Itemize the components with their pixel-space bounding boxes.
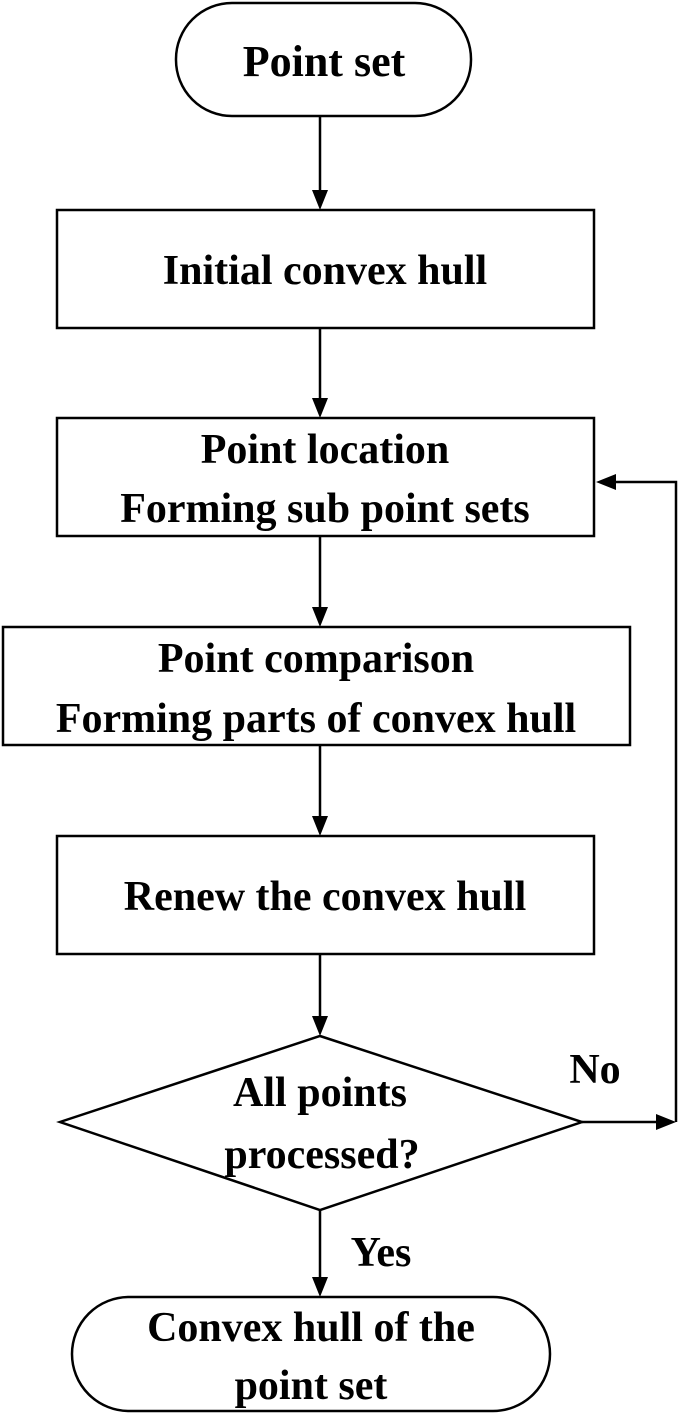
edge-label-yes: Yes (351, 1230, 412, 1276)
initial-hull-node: Initial convex hull (55, 208, 596, 330)
point-comparison-node-line-1: Point comparison (158, 636, 474, 682)
arrow-yes-to-end (312, 1210, 328, 1297)
point-location-node-shape (55, 416, 596, 538)
decision-node-line-1: All points (233, 1070, 407, 1116)
end-node-line-2: point set (235, 1363, 388, 1409)
point-comparison-node: Point comparison Forming parts of convex… (1, 625, 632, 747)
start-node-label: Point set (243, 37, 406, 86)
decision-node-shape (56, 1034, 586, 1212)
start-node-shape (174, 1, 473, 118)
end-node-shape (70, 1295, 552, 1413)
arrow-initial-to-location (312, 328, 328, 418)
point-location-node: Point location Forming sub point sets (55, 416, 596, 538)
start-node: Point set (174, 1, 473, 118)
arrow-no-loop-back (582, 474, 678, 1130)
point-location-node-line-2: Forming sub point sets (120, 486, 530, 532)
decision-node: All points processed? (56, 1034, 586, 1212)
initial-hull-node-label: Initial convex hull (163, 248, 487, 294)
initial-hull-node-shape (55, 208, 596, 330)
end-node-line-1: Convex hull of the (147, 1305, 475, 1351)
point-location-node-line-1: Point location (201, 427, 450, 473)
renew-hull-node: Renew the convex hull (55, 834, 596, 956)
arrow-start-to-initial (312, 116, 328, 210)
end-node: Convex hull of the point set (70, 1295, 552, 1413)
arrow-comparison-to-renew (312, 745, 328, 836)
arrow-renew-to-decision (312, 954, 328, 1036)
point-comparison-node-shape (1, 625, 632, 747)
renew-hull-node-shape (55, 834, 596, 956)
arrow-location-to-comparison (312, 536, 328, 627)
renew-hull-node-label: Renew the convex hull (124, 874, 527, 920)
decision-node-line-2: processed? (224, 1132, 419, 1178)
edge-label-no: No (569, 1047, 620, 1093)
point-comparison-node-line-2: Forming parts of convex hull (56, 696, 576, 742)
